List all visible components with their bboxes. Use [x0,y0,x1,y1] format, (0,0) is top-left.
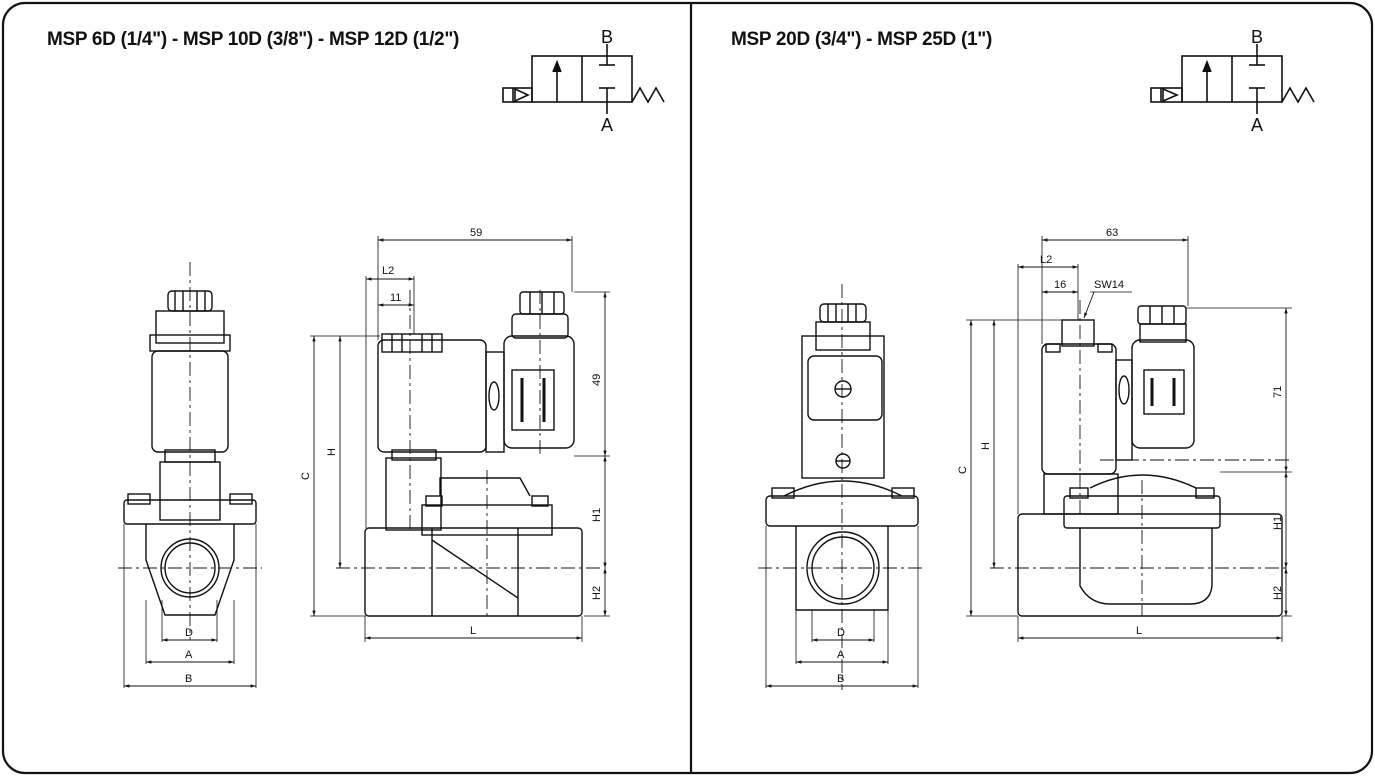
front-view-left [118,262,262,688]
dim-h1-left: H1 [591,508,603,522]
dim-d-left: D [185,627,193,639]
left-panel: B A [118,27,665,688]
dim-16: 16 [1054,279,1066,291]
dim-49: 49 [591,374,603,386]
dim-l2-right: L2 [1040,254,1052,266]
dim-11: 11 [390,292,401,304]
dim-a-left: A [185,649,193,661]
dim-d-right: D [837,627,845,639]
dim-l2-left: L2 [382,265,394,277]
port-b-label-right: B [1251,27,1263,47]
dim-a-right: A [837,649,845,661]
port-a-label-right: A [1251,115,1263,135]
dim-71: 71 [1272,386,1284,398]
port-b-label-left: B [601,27,613,47]
dim-sw14: SW14 [1094,279,1124,291]
side-view-right [966,236,1292,642]
dim-l-right: L [1136,625,1142,637]
dim-h2-left: H2 [591,586,603,600]
dim-c-left: C [300,472,312,480]
dim-h1-right: H1 [1272,516,1284,530]
port-a-label-left: A [601,115,613,135]
panel-title-right: MSP 20D (3/4") - MSP 25D (1") [731,29,992,50]
dim-b-left: B [185,673,192,685]
valve-symbol-left [502,44,665,114]
dim-l-left: L [470,625,476,637]
right-panel: B A [758,27,1315,690]
dim-h2-right: H2 [1272,586,1284,600]
valve-symbol-right [1150,44,1315,114]
dim-63: 63 [1106,227,1118,239]
side-view-left [310,236,610,642]
panel-title-left: MSP 6D (1/4") - MSP 10D (3/8") - MSP 12D… [47,29,460,50]
front-view-right [758,284,924,690]
dim-h-right: H [980,442,992,450]
dim-b-right: B [837,673,844,685]
dim-c-right: C [957,466,969,474]
dim-h-left: H [326,448,338,456]
dim-59: 59 [470,227,482,239]
